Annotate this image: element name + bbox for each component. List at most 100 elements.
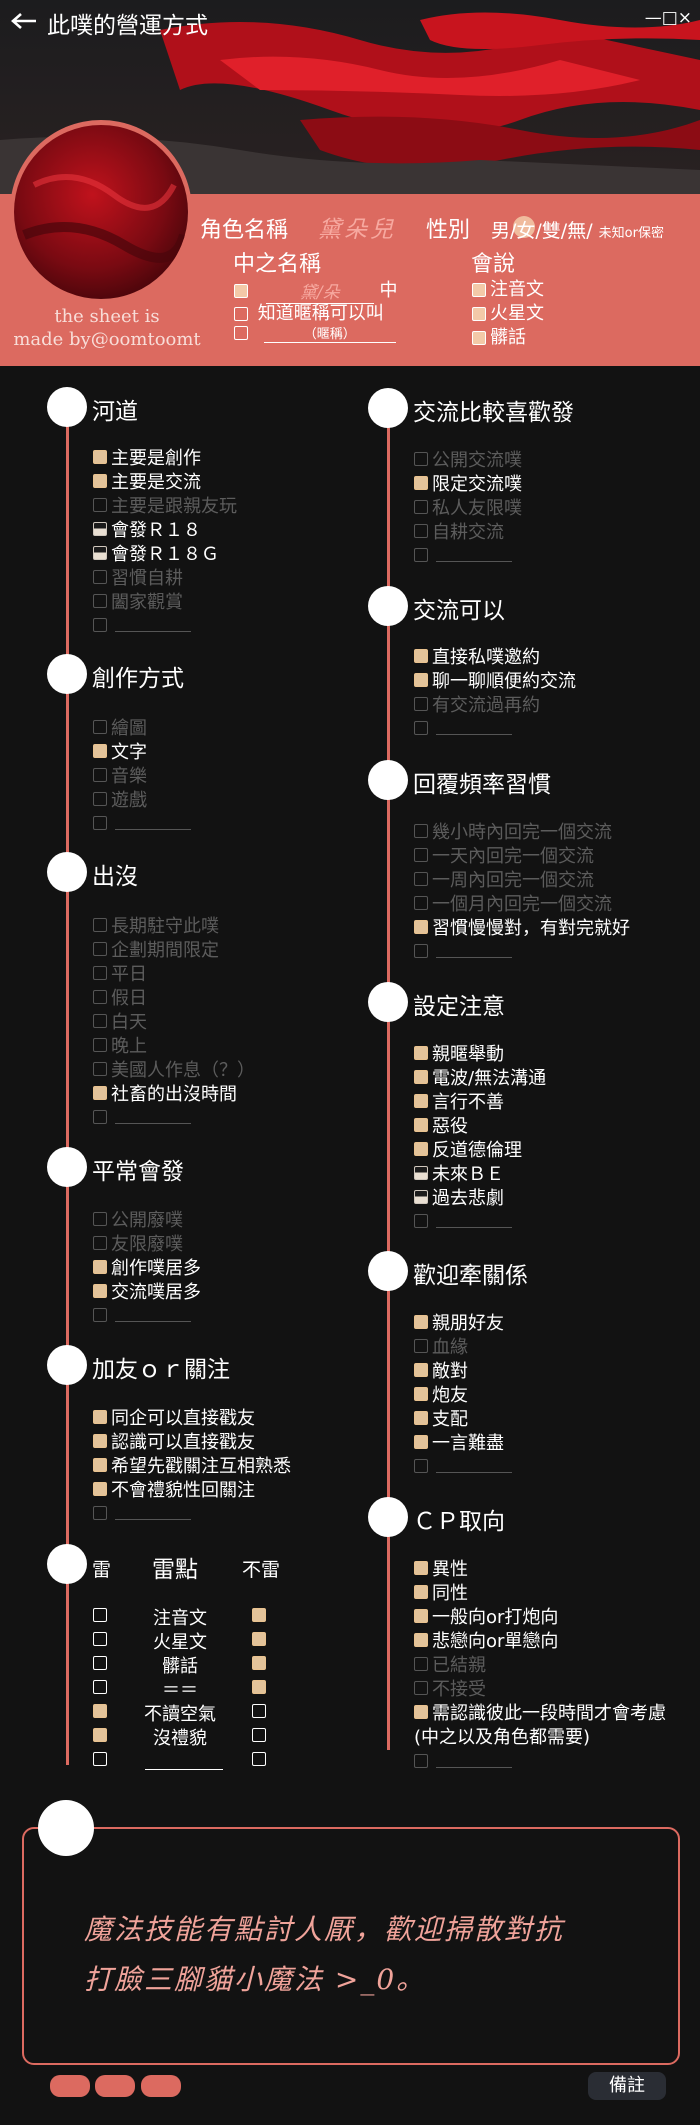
list-item[interactable]: 主要是跟親友玩 [93, 494, 237, 517]
list-item[interactable]: 文字 [93, 740, 147, 763]
nickname-hint[interactable]: （暱稱） [263, 323, 396, 343]
checkbox[interactable] [93, 570, 107, 584]
checkbox-partial[interactable] [414, 1166, 428, 1180]
list-item-blank[interactable] [414, 1750, 512, 1772]
pill-button-2[interactable] [95, 2075, 135, 2097]
checkbox[interactable] [414, 848, 428, 862]
list-item[interactable]: 言行不善 [414, 1090, 504, 1113]
blank-line[interactable] [436, 1214, 512, 1228]
language-option-2-checkbox[interactable] [472, 307, 486, 321]
checkbox[interactable] [93, 498, 107, 512]
list-item[interactable]: 未來ＢＥ [414, 1162, 504, 1185]
not-mine-checkbox[interactable] [252, 1728, 266, 1742]
checkbox[interactable] [414, 896, 428, 910]
list-item[interactable]: 直接私噗邀約 [414, 645, 540, 668]
list-item[interactable]: 自耕交流 [414, 520, 504, 543]
list-item[interactable]: 創作噗居多 [93, 1256, 201, 1279]
checkbox[interactable] [414, 824, 428, 838]
list-item[interactable]: 已結親 [414, 1653, 486, 1676]
checkbox[interactable] [93, 918, 107, 932]
list-item[interactable]: 聊一聊順便約交流 [414, 669, 576, 692]
blank-line[interactable] [115, 618, 191, 632]
list-item[interactable]: 親暱舉動 [414, 1042, 504, 1065]
checkbox[interactable] [93, 594, 107, 608]
checkbox-checked[interactable] [93, 1482, 107, 1496]
checkbox-checked[interactable] [93, 1434, 107, 1448]
blank-line[interactable] [436, 721, 512, 735]
list-item[interactable]: 會發Ｒ１８Ｇ [93, 542, 219, 565]
list-item-blank[interactable] [414, 1210, 512, 1232]
list-item[interactable]: 一天內回完一個交流 [414, 844, 594, 867]
list-item[interactable]: 幾小時內回完一個交流 [414, 820, 612, 843]
remark-box[interactable] [22, 1827, 680, 2065]
checkbox-checked[interactable] [93, 1410, 107, 1424]
checkbox[interactable] [93, 942, 107, 956]
list-item-blank[interactable] [93, 614, 191, 636]
list-item-blank[interactable] [93, 1106, 191, 1128]
list-item[interactable]: 晚上 [93, 1034, 147, 1057]
list-item[interactable]: 社畜的出沒時間 [93, 1082, 237, 1105]
checkbox[interactable] [414, 1339, 428, 1353]
checkbox[interactable] [93, 720, 107, 734]
list-item[interactable]: 音樂 [93, 764, 147, 787]
not-mine-checkbox[interactable] [252, 1680, 266, 1694]
mine-checkbox[interactable] [93, 1728, 107, 1742]
list-item[interactable]: 惡役 [414, 1114, 468, 1137]
checkbox-partial[interactable] [93, 546, 107, 560]
list-item-blank[interactable] [414, 1455, 512, 1477]
checkbox[interactable] [414, 721, 428, 735]
checkbox-checked[interactable] [414, 1609, 428, 1623]
list-item[interactable]: 私人友限噗 [414, 496, 522, 519]
checkbox-checked[interactable] [414, 1363, 428, 1377]
checkbox[interactable] [93, 966, 107, 980]
list-item[interactable]: 血緣 [414, 1335, 468, 1358]
remark-button[interactable]: 備註 [588, 2072, 666, 2100]
checkbox-checked[interactable] [93, 1086, 107, 1100]
blank-line[interactable] [115, 1308, 191, 1322]
list-item[interactable]: 一言難盡 [414, 1431, 504, 1454]
nickname-option-2-checkbox[interactable] [234, 307, 248, 321]
list-item[interactable]: 習慣慢慢對，有對完就好 [414, 916, 630, 939]
nickname-option-2[interactable]: 知道暱稱可以叫 [234, 299, 384, 325]
checkbox[interactable] [93, 1212, 107, 1226]
checkbox[interactable] [93, 618, 107, 632]
checkbox[interactable] [93, 1110, 107, 1124]
list-item[interactable]: 需認識彼此一段時間才會考慮 [414, 1701, 666, 1724]
list-item[interactable]: 限定交流噗 [414, 472, 522, 495]
language-option-3-checkbox[interactable] [472, 331, 486, 345]
mine-checkbox[interactable] [93, 1752, 107, 1766]
list-item[interactable]: 公開交流噗 [414, 448, 522, 471]
list-item[interactable]: 不會禮貌性回關注 [93, 1478, 255, 1501]
list-item[interactable]: 過去悲劇 [414, 1186, 504, 1209]
not-mine-checkbox[interactable] [252, 1752, 266, 1766]
checkbox[interactable] [414, 1657, 428, 1671]
checkbox-checked[interactable] [414, 1046, 428, 1060]
list-item-blank[interactable] [93, 1502, 191, 1524]
checkbox-checked[interactable] [414, 1633, 428, 1647]
list-item[interactable]: 同企可以直接戳友 [93, 1406, 255, 1429]
back-button[interactable] [6, 4, 42, 38]
nickname-option-1-checkbox[interactable] [234, 284, 248, 298]
list-item[interactable]: 白天 [93, 1010, 147, 1033]
list-item[interactable]: 會發Ｒ１８ [93, 518, 201, 541]
checkbox-checked[interactable] [93, 744, 107, 758]
mine-checkbox[interactable] [93, 1680, 107, 1694]
checkbox-checked[interactable] [414, 476, 428, 490]
list-item[interactable]: 習慣自耕 [93, 566, 183, 589]
list-item[interactable]: 一般向or打炮向 [414, 1605, 558, 1628]
checkbox[interactable] [93, 1506, 107, 1520]
checkbox[interactable] [414, 1459, 428, 1473]
mine-checkbox[interactable] [93, 1608, 107, 1622]
list-item[interactable]: 不接受 [414, 1677, 486, 1700]
checkbox-checked[interactable] [414, 1561, 428, 1575]
mine-checkbox[interactable] [93, 1704, 107, 1718]
checkbox-checked[interactable] [93, 450, 107, 464]
checkbox-checked[interactable] [93, 1284, 107, 1298]
checkbox[interactable] [93, 990, 107, 1004]
checkbox[interactable] [414, 1754, 428, 1768]
list-item[interactable]: 交流噗居多 [93, 1280, 201, 1303]
checkbox-checked[interactable] [414, 1411, 428, 1425]
checkbox-partial[interactable] [93, 522, 107, 536]
list-item[interactable]: 假日 [93, 986, 147, 1009]
checkbox-checked[interactable] [414, 1118, 428, 1132]
